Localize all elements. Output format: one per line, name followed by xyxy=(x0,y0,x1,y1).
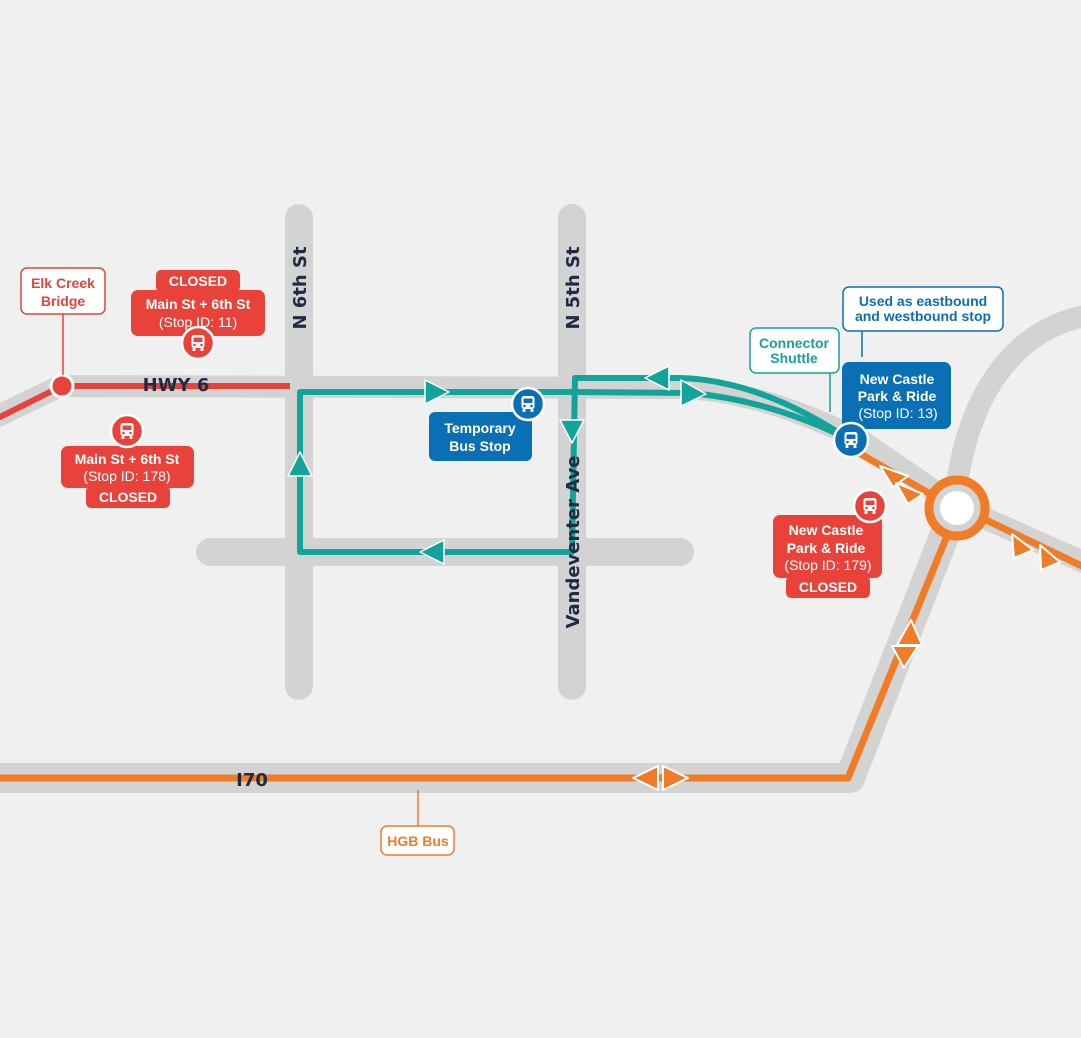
temporary-stop-line1: Temporary xyxy=(444,420,516,436)
n6th-street-label: N 6th St xyxy=(290,246,311,330)
elk-creek-bridge-callout: Elk Creek Bridge xyxy=(20,267,106,375)
stop-178-status: CLOSED xyxy=(99,489,157,505)
stop-11-name: Main St + 6th St xyxy=(146,296,251,312)
stop-178-box xyxy=(61,446,194,488)
elk-creek-bridge-point xyxy=(49,373,75,399)
stop-13-line2: Park & Ride xyxy=(858,388,937,404)
shared-stop-note-box xyxy=(842,286,1004,332)
temporary-bus-stop-callout: Temporary Bus Stop xyxy=(429,386,546,461)
stop-13-line1: New Castle xyxy=(860,371,935,387)
hgb-arrow-east-1 xyxy=(1011,533,1034,559)
hgb-route-i70 xyxy=(0,534,951,782)
east-ramp-road xyxy=(944,305,1081,519)
shared-stop-note-line2: and westbound stop xyxy=(855,308,991,324)
stop-11-box xyxy=(131,290,265,336)
shuttle-direction-arrows xyxy=(287,365,707,565)
hgb-bus-label: HGB Bus xyxy=(387,833,449,849)
stop-11-id: (Stop ID: 11) xyxy=(159,314,237,330)
shuttle-arrow-west-top xyxy=(644,365,670,391)
stop-178-name: Main St + 6th St xyxy=(75,451,180,467)
connector-shuttle-line2: Shuttle xyxy=(770,350,818,366)
temporary-stop-box xyxy=(429,412,532,461)
stop-11-status-tab xyxy=(156,270,240,292)
shuttle-from-stop xyxy=(569,375,853,555)
temporary-stop-line2: Bus Stop xyxy=(449,438,510,454)
hgb-bus-box xyxy=(380,825,455,856)
i70-label: I70 xyxy=(236,770,268,791)
stop-179-line1: New Castle xyxy=(789,522,864,538)
connector-shuttle-box xyxy=(749,327,840,374)
stop-178-id: (Stop ID: 178) xyxy=(83,468,170,484)
connector-shuttle-callout: Connector Shuttle xyxy=(749,327,840,412)
shuttle-arrow-west xyxy=(419,539,445,565)
stop-179-id: (Stop ID: 179) xyxy=(784,557,871,573)
hgb-route-east xyxy=(980,514,1081,570)
shuttle-arrow-east xyxy=(424,379,450,405)
stop-179-closed-callout: New Castle Park & Ride (Stop ID: 179) CL… xyxy=(773,488,888,598)
stop-11-closed-callout: CLOSED Main St + 6th St (Stop ID: 11) xyxy=(131,270,265,361)
hgb-arrow-hwy6-1 xyxy=(879,465,909,488)
closed-route xyxy=(0,373,290,421)
elk-creek-label-line2: Bridge xyxy=(41,293,86,309)
shared-stop-note-line1: Used as eastbound xyxy=(859,293,987,309)
connector-shuttle-line1: Connector xyxy=(759,335,830,351)
hwy6-label: HWY 6 xyxy=(143,375,210,396)
shuttle-arrow-east-top xyxy=(680,379,707,407)
stop-179-line2: Park & Ride xyxy=(787,540,866,556)
hgb-arrow-westbound xyxy=(632,765,659,791)
elk-creek-label-line1: Elk Creek xyxy=(31,275,95,291)
stop-13-id: (Stop ID: 13) xyxy=(858,405,937,421)
shuttle-arrow-north xyxy=(287,451,313,477)
hgb-arrow-eastbound xyxy=(662,765,689,791)
stop-178-status-tab xyxy=(86,486,170,508)
stop-179-box xyxy=(773,515,882,578)
hgb-bus-callout: HGB Bus xyxy=(380,790,455,856)
stop-179-status-tab xyxy=(786,576,870,598)
hgb-direction-arrows xyxy=(632,465,1061,791)
n5th-street-label: N 5th St xyxy=(563,246,584,330)
stop-11-status: CLOSED xyxy=(169,273,227,289)
elk-creek-box xyxy=(20,267,106,315)
stop-13-callout: New Castle Park & Ride (Stop ID: 13) xyxy=(832,362,951,459)
roundabout-center xyxy=(940,491,974,525)
vandeventer-ave-label: Vandeventer Ave xyxy=(563,456,584,629)
shared-stop-note-callout: Used as eastbound and westbound stop xyxy=(842,286,1004,357)
stop-179-status: CLOSED xyxy=(799,579,857,595)
hgb-arrow-southbound xyxy=(891,645,919,669)
hgb-arrow-hwy6-2 xyxy=(895,482,924,505)
hgb-arrow-east-2 xyxy=(1039,544,1061,571)
shuttle-arrow-south xyxy=(559,419,585,444)
stop-13-box xyxy=(842,362,951,429)
stop-178-closed-callout: Main St + 6th St (Stop ID: 178) CLOSED xyxy=(61,413,194,508)
